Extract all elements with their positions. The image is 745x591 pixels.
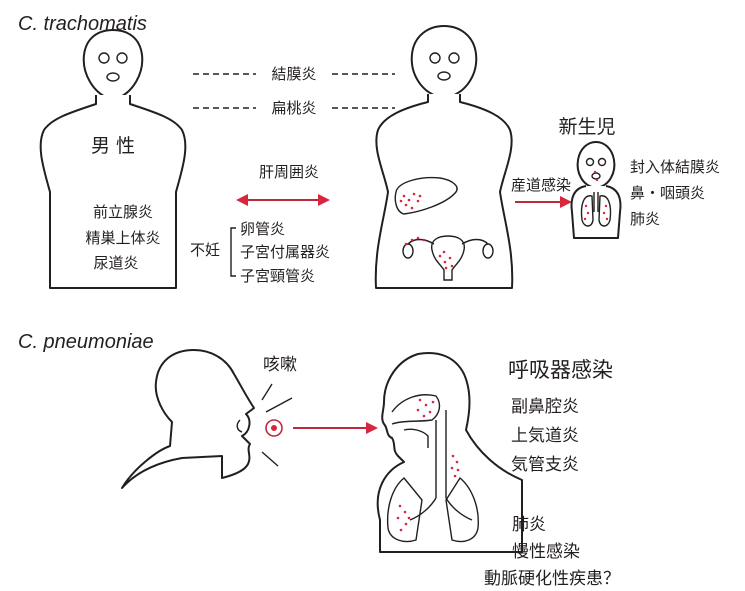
shared-tonsillitis: 扁桃炎 — [271, 99, 316, 117]
double-arrow-icon — [236, 194, 330, 206]
female-disease-salpingitis: 卵管炎 — [240, 220, 285, 238]
respiratory-infection-title: 呼吸器感染 — [508, 358, 613, 382]
perihepatitis-label: 肝周囲炎 — [259, 163, 319, 181]
newborn-label: 新生児 — [558, 116, 615, 138]
male-figure-icon — [41, 30, 186, 288]
trachomatis-title: C. trachomatis — [18, 13, 147, 35]
newborn-disease-pneumonia: 肺炎 — [630, 210, 660, 228]
transmission-arrow-icon — [293, 422, 378, 434]
droplet-icon — [266, 420, 282, 436]
female-disease-adnexitis: 子宮付属器炎 — [240, 243, 330, 261]
newborn-disease-inclusion-conjunctivitis: 封入体結膜炎 — [630, 158, 720, 176]
male-disease-urethritis: 尿道炎 — [93, 254, 138, 272]
newborn-figure-icon — [572, 142, 621, 238]
cough-label: 咳嗽 — [263, 355, 297, 375]
birth-canal-label: 産道感染 — [511, 176, 571, 194]
shared-conjunctivitis: 結膜炎 — [271, 65, 316, 83]
female-figure-icon — [376, 26, 513, 288]
respiratory-disease-bronchitis: 気管支炎 — [511, 455, 579, 475]
coughing-person-icon — [122, 350, 254, 488]
respiratory-disease-sinusitis: 副鼻腔炎 — [511, 397, 579, 417]
respiratory-disease-upper-airway: 上気道炎 — [511, 426, 579, 446]
lower-disease-chronic-infection: 慢性感染 — [512, 541, 580, 562]
male-label: 男 性 — [91, 135, 135, 157]
respiratory-tract-figure-icon — [378, 353, 522, 552]
female-disease-cervicitis: 子宮頸管炎 — [240, 267, 315, 285]
female-disease-bracket — [231, 228, 236, 276]
lower-disease-atherosclerosis: 動脈硬化性疾患？ — [484, 569, 620, 589]
birth-canal-arrow-icon — [515, 196, 572, 208]
pneumoniae-title: C. pneumoniae — [18, 331, 154, 353]
male-disease-prostatitis: 前立腺炎 — [93, 203, 153, 221]
male-disease-epididymitis: 精巣上体炎 — [85, 229, 160, 247]
newborn-disease-nasopharyngitis: 鼻・咽頭炎 — [630, 184, 705, 202]
lower-disease-pneumonia: 肺炎 — [512, 515, 546, 535]
infertility-label: 不妊 — [190, 241, 220, 259]
